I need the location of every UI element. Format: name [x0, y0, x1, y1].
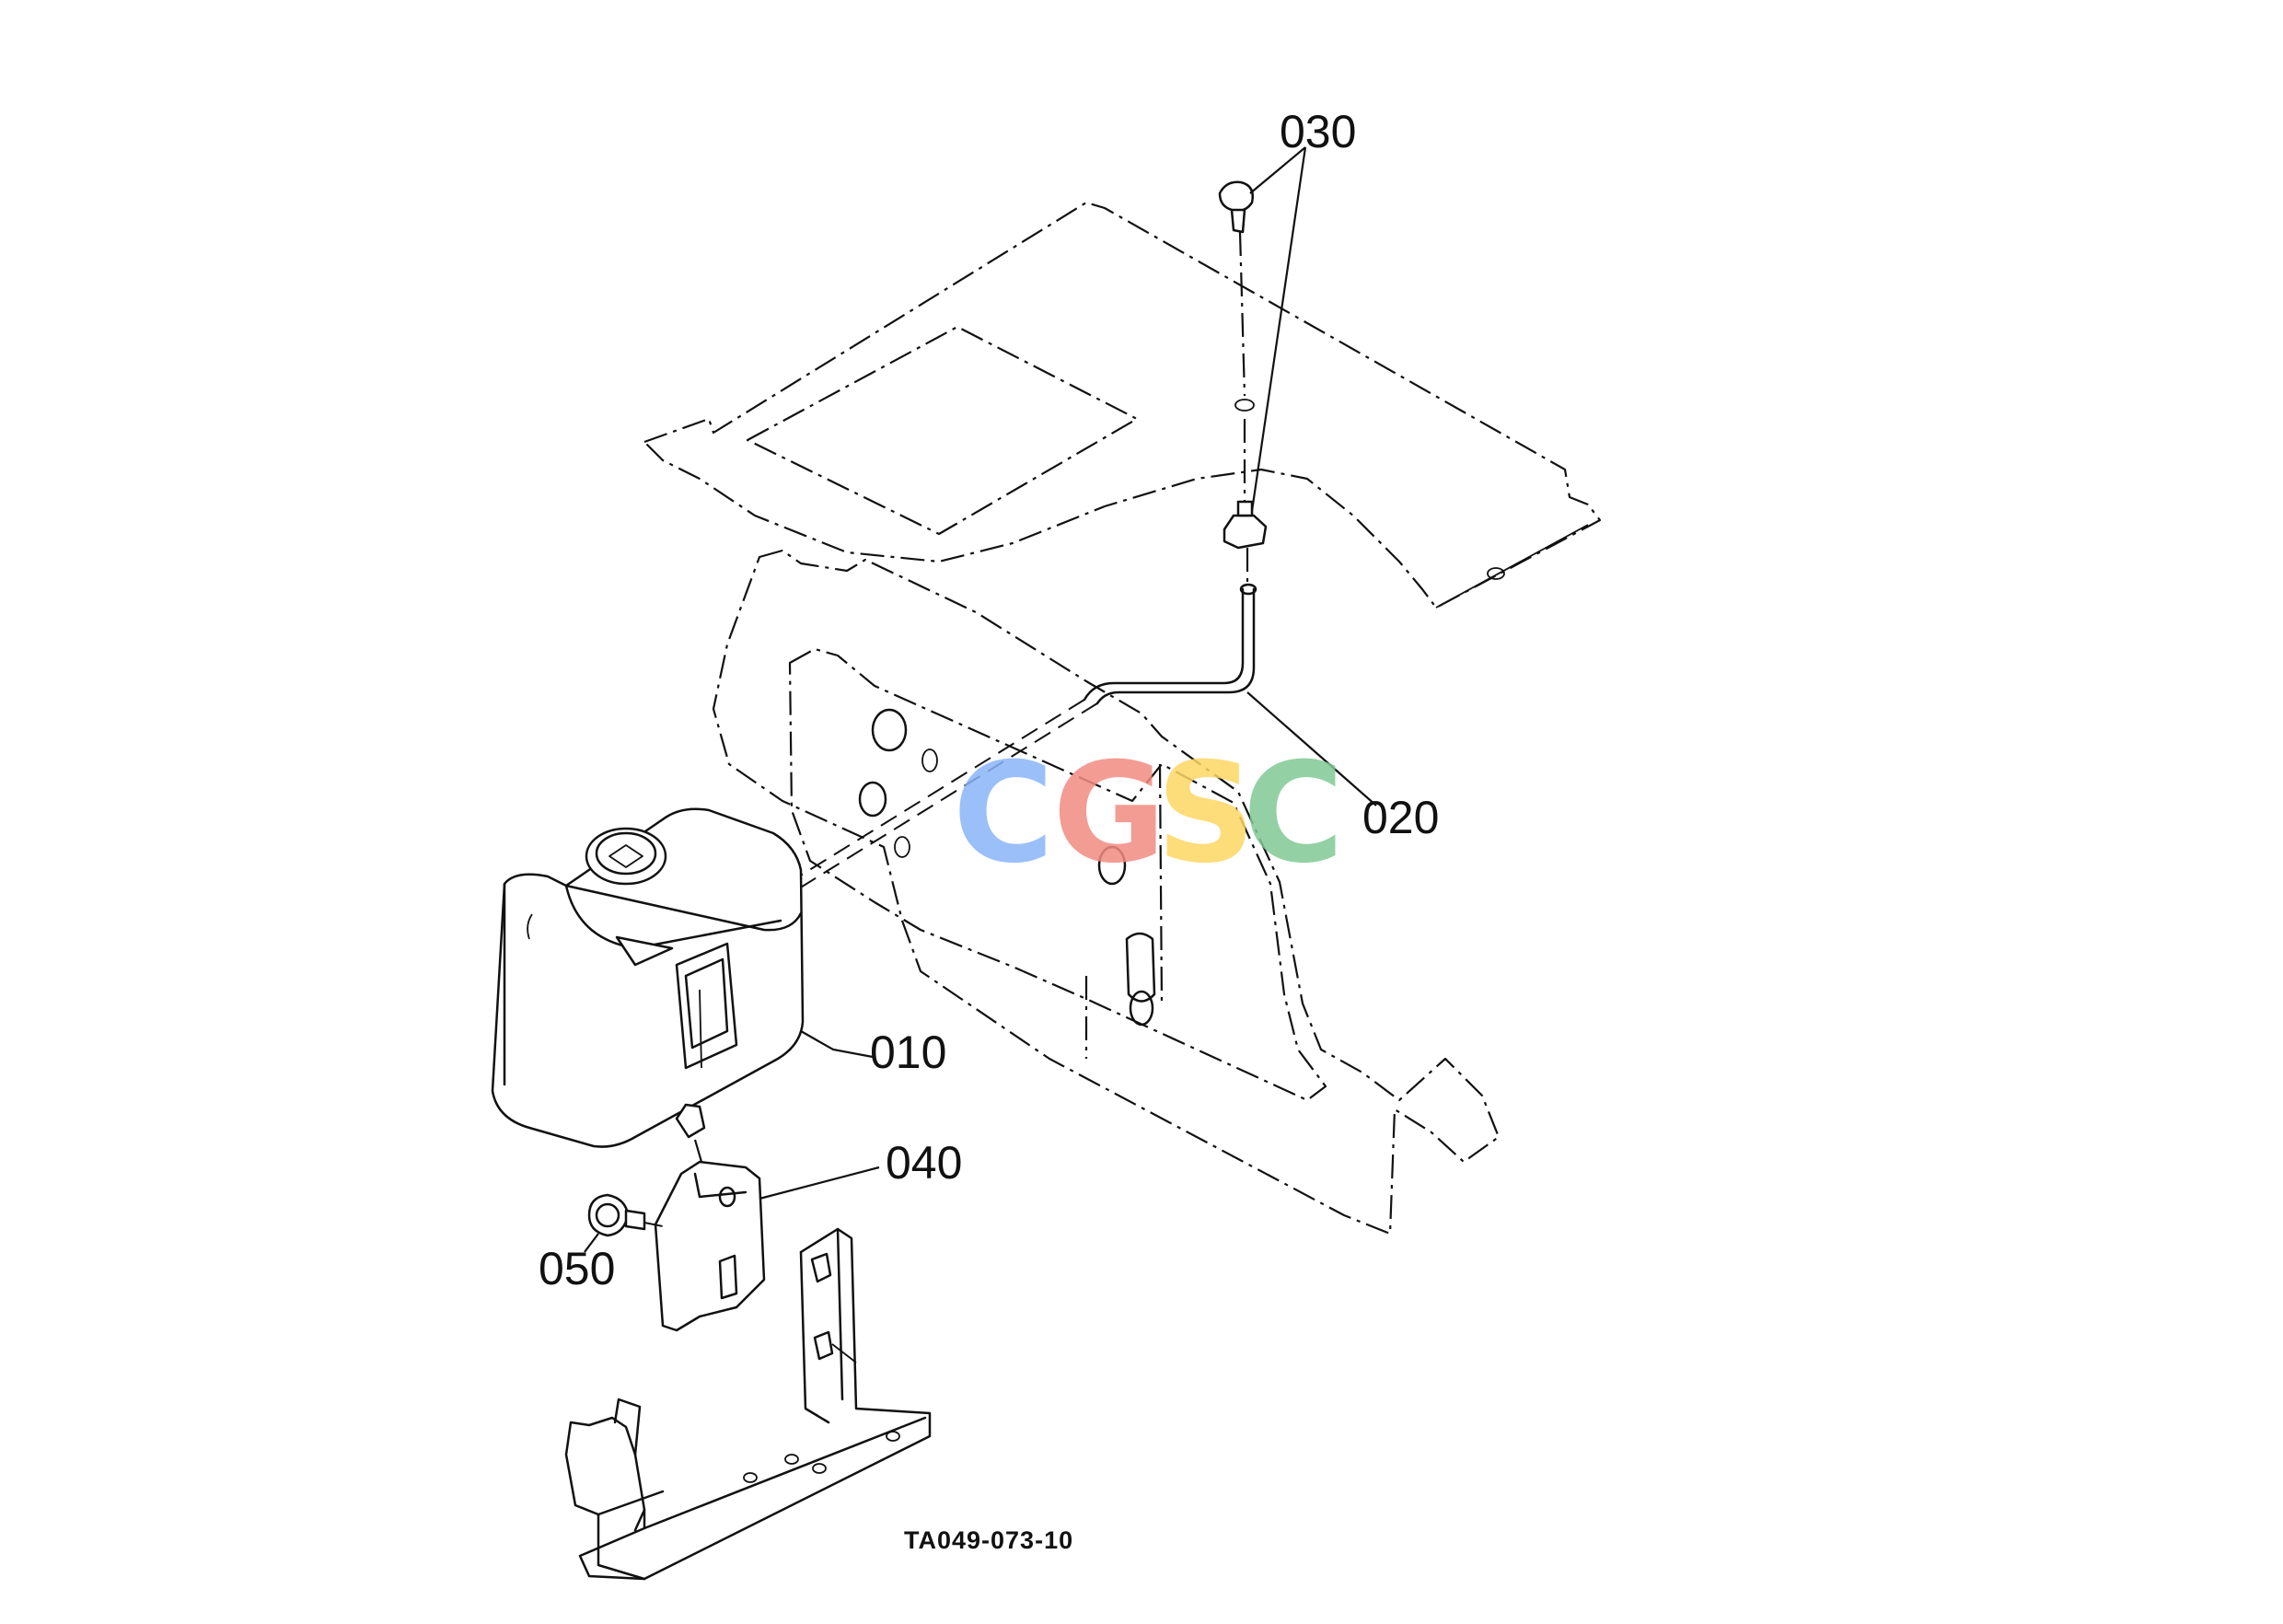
bracket-040	[654, 1139, 766, 1332]
label-030: 030	[1280, 106, 1356, 157]
watermark: C G S C	[953, 734, 1344, 894]
watermark-letter-c1: C	[953, 734, 1054, 894]
mounting-base	[564, 1227, 932, 1581]
washer-tank-010	[491, 807, 805, 1148]
reference-code: TA049-073-10	[904, 1526, 1073, 1554]
label-040: 040	[886, 1137, 962, 1189]
watermark-letter-g: G	[1052, 734, 1165, 894]
side-frame	[712, 549, 1501, 1235]
leader-lines	[584, 146, 1377, 1253]
bolt-050	[587, 1193, 664, 1237]
watermark-letter-c2: C	[1243, 734, 1344, 894]
watermark-letter-s: S	[1156, 734, 1256, 894]
clamp-plug-030	[1218, 180, 1268, 585]
label-050: 050	[539, 1243, 615, 1294]
label-010: 010	[870, 1027, 946, 1078]
floor-cover-panel	[643, 201, 1602, 609]
label-020: 020	[1362, 792, 1439, 843]
